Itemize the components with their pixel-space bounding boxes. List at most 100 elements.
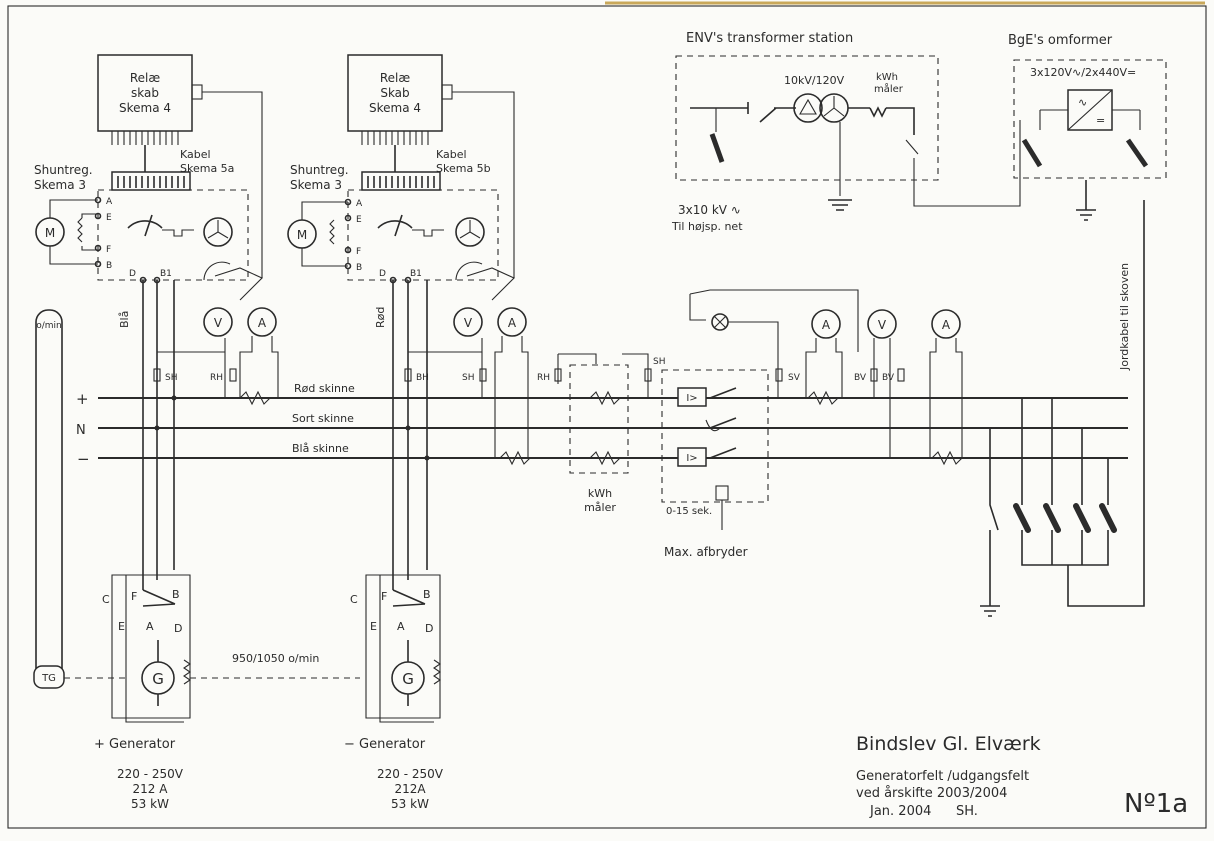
- gen-middle-terminal-e: E: [370, 620, 377, 633]
- generator-middle: C F B E A D G − Generator 220 - 250V 212…: [344, 574, 444, 811]
- env-transformer-station: ENV's transformer station 10kV/120V kWh …: [671, 31, 1021, 233]
- env-meter-line1: kWh: [876, 72, 898, 83]
- motor-middle-label: M: [297, 228, 307, 242]
- shunt-bv-right: BV: [882, 373, 895, 383]
- gen-left-terminal-b: B: [172, 588, 180, 601]
- neutral-busbar-sign: N: [76, 423, 86, 438]
- blue-busbar-label: Blå skinne: [292, 442, 349, 455]
- shunt-sh-middle: SH: [462, 373, 474, 383]
- shunt-rh-left: RH: [210, 373, 223, 383]
- gen-middle-terminal-c: C: [350, 593, 358, 606]
- shunt-bv-left: BV: [854, 373, 867, 383]
- relay-cabinet-middle-line2: Skab: [380, 86, 409, 100]
- output-meters: A V BV BV A: [805, 309, 963, 466]
- gen-left-current: 212 A: [133, 782, 169, 796]
- max-breaker: I> I> 0-15 sek. Max. afbryder SV: [661, 289, 859, 559]
- title-block: Bindslev Gl. Elværk Generatorfelt /udgan…: [856, 733, 1188, 819]
- env-feed-line2: Til højsp. net: [671, 220, 743, 233]
- kwh-meter-line1: kWh: [588, 487, 612, 500]
- bge-dc-symbol: =: [1096, 114, 1105, 127]
- kwh-meter-line2: måler: [584, 501, 616, 514]
- terminal-f-left: F: [106, 245, 111, 255]
- minus-busbar-sign: −: [77, 450, 90, 468]
- ammeter-left-label: A: [258, 316, 267, 330]
- shunt-bh-middle: BH: [416, 373, 429, 383]
- env-station-ratio: 10kV/120V: [784, 74, 845, 87]
- gen-left-terminal-c: C: [102, 593, 110, 606]
- terminal-e-middle: E: [356, 215, 362, 225]
- title-line2: ved årskifte 2003/2004: [856, 786, 1007, 801]
- terminal-e-left: E: [106, 213, 112, 223]
- shunt-regulator-left-title1: Shuntreg.: [34, 163, 93, 177]
- gen-left-terminal-a: A: [146, 620, 154, 633]
- shunt-sh-output: SH: [653, 357, 665, 367]
- gen-middle-symbol: G: [402, 670, 414, 688]
- gen-left-power: 53 kW: [131, 797, 169, 811]
- shunt-rh-output: RH: [537, 373, 550, 383]
- terminal-b-left: B: [106, 261, 112, 271]
- gen-left-terminal-d: D: [174, 622, 182, 635]
- black-busbar-label: Sort skinne: [292, 412, 354, 425]
- breaker-label: Max. afbryder: [664, 545, 748, 559]
- feeder-middle: Rød V A BH SH: [374, 276, 531, 590]
- gen-left-terminal-f: F: [131, 590, 137, 603]
- shunt-sh-left: SH: [165, 373, 177, 383]
- bge-converter-title: BgE's omformer: [1008, 33, 1113, 48]
- cable-left-label2: Skema 5a: [180, 162, 234, 175]
- shunt-regulator-middle-title1: Shuntreg.: [290, 163, 349, 177]
- plant-name: Bindslev Gl. Elværk: [856, 733, 1041, 755]
- tacho-meter-left: o/min TG: [33, 309, 130, 689]
- kwh-meter-section: RH SH kWh måler: [537, 353, 665, 514]
- terminal-d-left: D: [129, 269, 136, 279]
- outgoing-feeders: Jordkabel til skoven: [980, 200, 1145, 617]
- gen-middle-terminal-d: D: [425, 622, 433, 635]
- busbar-group: + N − Rød skinne Sort skinne Blå skinne: [76, 382, 1128, 468]
- bge-ac-symbol: ∿: [1078, 96, 1087, 109]
- terminal-b1-middle: B1: [410, 269, 422, 279]
- title-date: Jan. 2004: [869, 804, 931, 819]
- voltmeter-middle-label: V: [464, 316, 473, 330]
- cable-middle-label2: Skema 5b: [436, 162, 491, 175]
- terminal-b-middle: B: [356, 263, 362, 273]
- relay-cabinet-middle-line3: Skema 4: [369, 101, 421, 115]
- gen-left-terminal-e: E: [118, 620, 125, 633]
- gen-middle-terminal-f: F: [381, 590, 387, 603]
- gen-middle-name: − Generator: [344, 737, 426, 752]
- relay-cabinet-left-line1: Relæ: [130, 71, 161, 85]
- gen-left-name: + Generator: [94, 737, 176, 752]
- tacho-meter-label: o/min: [36, 321, 62, 331]
- generator-left: C F B E A D G 950/1050 o/min + Generator…: [94, 574, 360, 811]
- bge-converter-ratio: 3x120V∿/2x440V=: [1030, 66, 1136, 79]
- earth-cable-label: Jordkabel til skoven: [1118, 263, 1131, 371]
- relay-cabinet-middle-line1: Relæ: [380, 71, 411, 85]
- cable-left-label1: Kabel: [180, 148, 211, 161]
- speed-note: 950/1050 o/min: [232, 652, 319, 665]
- red-busbar-label: Rød skinne: [294, 382, 355, 395]
- gen-middle-terminal-b: B: [423, 588, 431, 601]
- overcurrent-relay-bottom: I>: [686, 453, 697, 464]
- shunt-regulator-left: Shuntreg. Skema 3 Kabel Skema 5a M A E F…: [34, 148, 263, 301]
- env-meter-line2: måler: [874, 82, 904, 95]
- env-station-title: ENV's transformer station: [686, 31, 853, 46]
- gen-left-symbol: G: [152, 670, 164, 688]
- terminal-f-middle: F: [356, 247, 361, 257]
- terminal-a-left: A: [106, 197, 113, 207]
- plus-busbar-sign: +: [76, 390, 89, 408]
- bge-converter: BgE's omformer 3x120V∿/2x440V= ∿ =: [1008, 33, 1167, 221]
- motor-left-label: M: [45, 226, 55, 240]
- drawing-number: Nº1a: [1124, 789, 1188, 819]
- overcurrent-relay-top: I>: [686, 393, 697, 404]
- relay-cabinet-middle: Relæ Skab Skema 4: [347, 54, 515, 278]
- terminal-d-middle: D: [379, 269, 386, 279]
- env-feed-line1: 3x10 kV ∿: [678, 203, 741, 217]
- feeder-left: Blå V A SH RH: [118, 276, 279, 590]
- tacho-generator-label: TG: [41, 673, 56, 684]
- breaker-delay: 0-15 sek.: [666, 506, 712, 517]
- cable-middle-label1: Kabel: [436, 148, 467, 161]
- voltmeter-output-label: V: [878, 318, 887, 332]
- terminal-b1-left: B1: [160, 269, 172, 279]
- relay-cabinet-left-line3: Skema 4: [119, 101, 171, 115]
- shunt-regulator-middle-title2: Skema 3: [290, 178, 342, 192]
